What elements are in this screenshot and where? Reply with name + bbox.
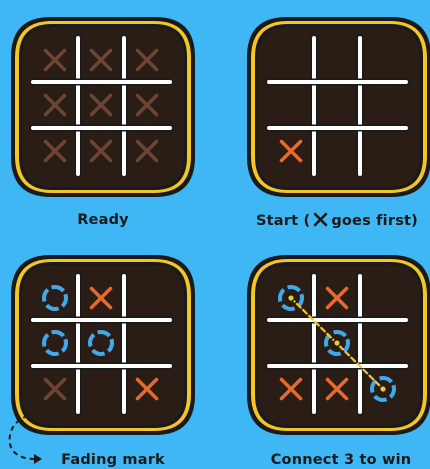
cell-top-right[interactable] [361, 39, 405, 81]
cell-bottom-left[interactable] [269, 368, 313, 410]
cell-bottom-left[interactable] [33, 368, 77, 410]
board-cells [33, 39, 169, 172]
board-cells [33, 277, 169, 410]
caption-ready: Ready [8, 212, 198, 228]
cell-bottom-left[interactable] [33, 130, 77, 172]
cell-top-left[interactable] [33, 277, 77, 319]
board-start [244, 14, 430, 200]
cell-bottom-right[interactable] [125, 368, 169, 410]
cell-top-center[interactable] [315, 39, 359, 81]
cell-top-right[interactable] [125, 39, 169, 81]
cell-middle-right[interactable] [125, 84, 169, 126]
cell-bottom-center[interactable] [315, 368, 359, 410]
cell-center[interactable] [79, 322, 123, 364]
cell-bottom-left[interactable] [269, 130, 313, 172]
cell-bottom-center[interactable] [79, 130, 123, 172]
cell-top-center[interactable] [315, 277, 359, 319]
x-mark-icon [313, 212, 328, 227]
caption-start-suffix: goes first) [331, 213, 418, 229]
cell-bottom-center[interactable] [79, 368, 123, 410]
cell-bottom-center[interactable] [315, 130, 359, 172]
winning-dot [288, 295, 293, 300]
cell-middle-left[interactable] [269, 322, 313, 364]
cell-middle-right[interactable] [361, 322, 405, 364]
cell-top-left[interactable] [33, 39, 77, 81]
cell-top-center[interactable] [79, 277, 123, 319]
cell-bottom-right[interactable] [125, 130, 169, 172]
winning-dot [380, 386, 385, 391]
cell-middle-left[interactable] [269, 84, 313, 126]
board-cells [269, 39, 405, 172]
caption-start: Start ( goes first) [244, 212, 430, 229]
cell-bottom-right[interactable] [361, 130, 405, 172]
cell-center[interactable] [315, 84, 359, 126]
cell-middle-left[interactable] [33, 84, 77, 126]
caption-fading-mark: Fading mark [48, 452, 178, 468]
caption-connect-three: Connect 3 to win [266, 452, 416, 468]
board-fading-mark [8, 252, 198, 438]
cell-middle-right[interactable] [361, 84, 405, 126]
winning-dot [334, 340, 339, 345]
board-connect-three [244, 252, 430, 438]
fading-mark-pointer-arrow-icon [0, 414, 48, 466]
cell-middle-left[interactable] [33, 322, 77, 364]
cell-top-left[interactable] [269, 39, 313, 81]
cell-middle-right[interactable] [125, 322, 169, 364]
cell-center[interactable] [79, 84, 123, 126]
cell-top-center[interactable] [79, 39, 123, 81]
caption-start-prefix: Start ( [256, 213, 310, 229]
board-ready [8, 14, 198, 200]
cell-top-right[interactable] [361, 277, 405, 319]
cell-top-right[interactable] [125, 277, 169, 319]
